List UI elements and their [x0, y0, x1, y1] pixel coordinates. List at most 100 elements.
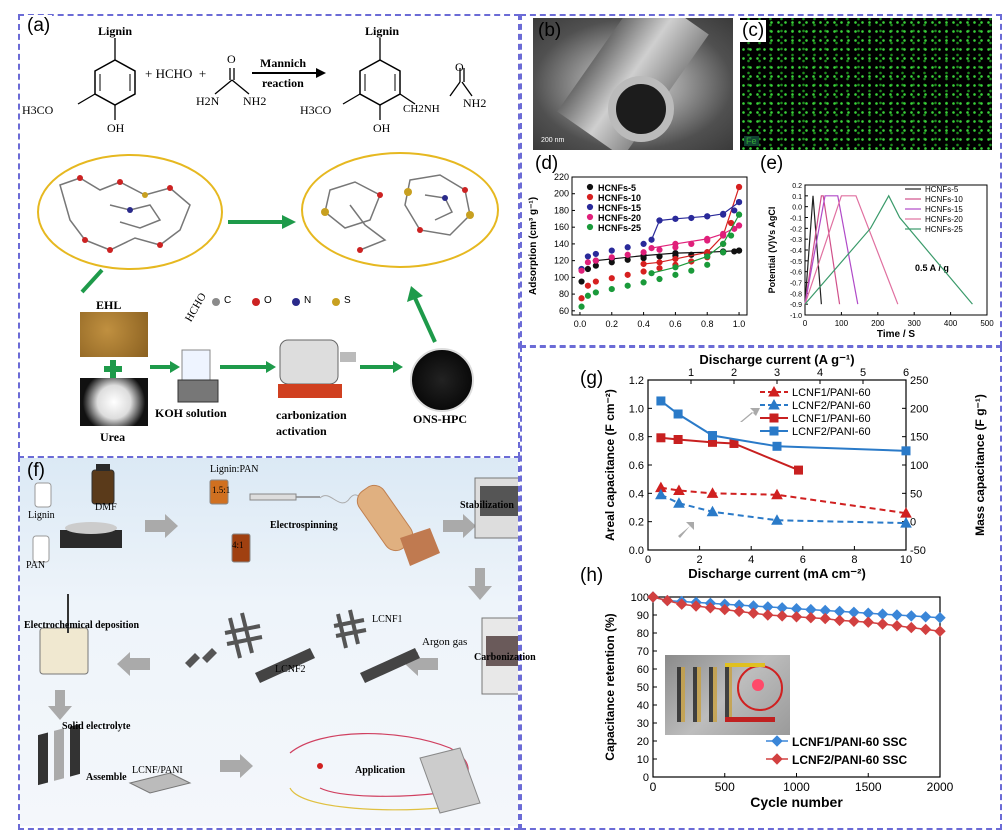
chart-g-point — [772, 441, 782, 451]
chart-d-point — [578, 303, 585, 310]
chart-d-legend-label: HCNFs-25 — [598, 223, 641, 233]
chart-e-ytick-label: -0.5 — [790, 259, 802, 266]
chart-g-arrow-right — [740, 408, 760, 422]
chart-g-xtick-label: 4 — [748, 554, 754, 566]
lignin-bottle-label: Lignin — [28, 510, 55, 521]
chart-d-point — [640, 249, 647, 256]
legend-n-dot — [292, 298, 300, 306]
chart-h-ytick-label: 70 — [637, 646, 649, 658]
chart-d-point — [656, 246, 663, 253]
urea-label: Urea — [100, 430, 126, 444]
legend-s: S — [344, 295, 351, 306]
chart-h-xtick-label: 1500 — [855, 780, 882, 794]
chart-d-point — [648, 244, 655, 252]
chart-d-xtick-label: 0.6 — [669, 319, 682, 329]
chart-d-point — [608, 254, 615, 261]
chart-d-point — [656, 275, 663, 283]
chart-h-ytick-label: 100 — [631, 592, 649, 604]
chart-g-point — [706, 487, 719, 498]
chart-d-point — [735, 222, 743, 229]
chart-d-point — [584, 282, 592, 289]
chart-d-point — [672, 264, 679, 271]
chart-e-ytick-label: -1.0 — [790, 313, 802, 320]
chart-e-legend-label: HCNFs-20 — [925, 215, 963, 224]
chart-h-legend-label: LCNF1/PANI-60 SSC — [792, 735, 907, 749]
chart-g-top-tick-label: 5 — [860, 367, 866, 379]
chart-d-ytick-label: 140 — [554, 239, 569, 249]
activation-label: activation — [276, 424, 327, 438]
chart-g-point — [673, 435, 683, 444]
chart-d-point — [640, 279, 647, 286]
chart-g-legend-marker — [769, 413, 779, 423]
mannich-reaction-scheme — [77, 38, 473, 120]
chart-d-point — [584, 292, 592, 299]
lignin-pan-ratio-label: Lignin:PAN — [210, 464, 259, 475]
fabrication-schematic — [32, 464, 518, 814]
chart-g-right-tick-label: 150 — [910, 432, 928, 444]
chart-e-ytick-label: -0.4 — [790, 248, 802, 255]
chart-g-legend-label: LCNF1/PANI-60 — [792, 413, 871, 425]
legend-c-dot — [212, 298, 220, 306]
arrow-top-label: Mannich — [260, 56, 307, 70]
molecular-models — [37, 152, 499, 306]
chart-e-legend-label: HCNFs-10 — [925, 195, 963, 204]
chart-e-xtick-label: 0 — [803, 319, 808, 328]
chart-d-xtick-label: 0.8 — [701, 319, 714, 329]
chart-g-legend-marker — [768, 385, 780, 397]
chart-h-point — [934, 611, 946, 624]
panel-label-h: (h) — [578, 565, 606, 587]
chart-g-legend-label: LCNF2/PANI-60 — [792, 400, 871, 412]
chart-h-point — [833, 614, 846, 627]
chart-d-legend-label: HCNFs-20 — [598, 213, 641, 223]
koh-label: KOH solution — [155, 406, 227, 420]
legend-n: N — [304, 295, 312, 306]
chart-g-right-tick-label: 0 — [910, 517, 916, 529]
chart-d-point — [672, 215, 679, 222]
chart-h-legend-marker — [771, 735, 783, 747]
chart-h-ytick-label: 80 — [637, 628, 649, 640]
chart-g-point — [673, 497, 685, 508]
chart-d-point — [640, 260, 647, 268]
chart-g-ytick-label: 0.4 — [629, 488, 644, 500]
ehl-label: EHL — [96, 298, 122, 312]
urea-h2n-label: H2N — [196, 94, 220, 108]
chart-e-series-line — [804, 195, 859, 305]
chart-g-right-tick-label: 250 — [910, 375, 928, 387]
assemble-label: Assemble — [86, 772, 127, 783]
chart-g-xtick-label: 0 — [645, 554, 651, 566]
chart-d-point — [584, 259, 592, 266]
solid-electrolyte-label: Solid electrolyte — [62, 721, 131, 732]
chart-d-ytick-label: 180 — [554, 205, 569, 215]
chart-d-ytick-label: 60 — [559, 306, 569, 316]
chart-g-point — [656, 396, 666, 406]
chart-g-legend-label: LCNF1/PANI-60 — [792, 387, 871, 399]
chart-g-ytick-label: 1.0 — [629, 403, 644, 415]
chart-e-ytick-label: -0.6 — [790, 270, 802, 277]
chart-d-ytick-label: 200 — [554, 189, 569, 199]
scale-bar-label: 200 nm — [541, 137, 565, 144]
return-arrow — [407, 286, 437, 343]
chart-d-point — [672, 250, 679, 257]
chart-d-legend-marker — [586, 223, 594, 231]
chart-e-legend-label: HCNFs-25 — [925, 225, 963, 234]
chart-d-xtick-label: 0.4 — [637, 319, 650, 329]
chart-h-point — [876, 608, 889, 620]
ratio-1-label: 1.5:1 — [212, 485, 231, 495]
chart-d-xtick-label: 0.2 — [606, 319, 619, 329]
chart-h-ytick-label: 90 — [637, 610, 649, 622]
legend-o: O — [264, 295, 272, 306]
chart-d-point — [592, 278, 599, 285]
electrospinning-label: Electrospinning — [270, 520, 338, 531]
lignin-label-right: Lignin — [365, 24, 400, 38]
chart-d-xtick-label: 0.0 — [574, 319, 587, 329]
chart-h-xtick-label: 2000 — [927, 780, 954, 794]
urea-o-label: O — [227, 52, 236, 66]
chart-h-point — [891, 609, 903, 621]
chart-d-point — [672, 271, 679, 278]
chart-h-point — [790, 611, 803, 623]
chart-d-ylabel: Adsorption (cm³ g⁻¹) — [528, 197, 539, 295]
chart-d-point — [735, 198, 743, 206]
chart-g-point — [673, 409, 683, 419]
